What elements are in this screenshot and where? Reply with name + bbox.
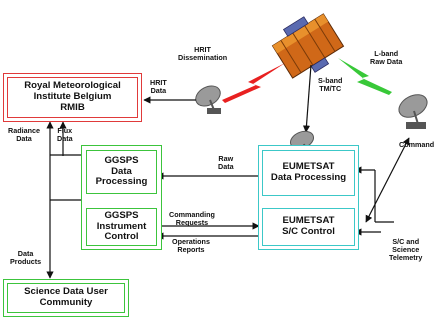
label-line: Telemetry: [389, 253, 423, 263]
label-line: Radiance: [8, 126, 40, 135]
command-label: Command: [399, 140, 435, 149]
label-line: Products: [10, 257, 42, 267]
label-line: Operations: [172, 237, 210, 246]
label-line: TM/TC: [319, 84, 342, 94]
hrit-data-label: HRIT Data: [150, 78, 167, 96]
label-line: HRIT: [194, 45, 211, 54]
satellite-icon: [271, 13, 345, 79]
label-line: Data: [57, 134, 73, 144]
label-line: Command: [399, 140, 435, 149]
label-line: Data: [218, 162, 234, 172]
eum-dp-line-1: EUMETSAT: [282, 161, 335, 173]
sc-science-telemetry-label: S/C and Science Telemetry: [389, 237, 423, 263]
label-line: Requests: [175, 218, 209, 228]
label-line: Raw: [218, 154, 234, 163]
label-line: Commanding: [169, 210, 215, 219]
eumetsat-data-processing-box: EUMETSAT Data Processing: [262, 150, 355, 196]
eum-sc-line-1: EUMETSAT: [282, 215, 335, 227]
science-community-box: Science Data User Community: [3, 279, 129, 317]
label-line: Data: [17, 249, 34, 258]
label-line: Science: [392, 245, 420, 255]
rmib-line-3: RMIB: [60, 101, 85, 113]
operations-reports-label: Operations Reports: [172, 237, 210, 255]
flux-data-label: Flux Data: [57, 126, 73, 144]
science-line-2: Community: [39, 297, 93, 308]
ggsps-dp-line-1: GGSPS: [104, 154, 139, 166]
rmib-line-2: Institute Belgium: [33, 91, 112, 103]
label-line: HRIT: [150, 78, 167, 87]
ggsps-dp-line-3: Processing: [95, 176, 148, 188]
label-line: Reports: [177, 245, 205, 255]
ggsps-dp-line-2: Data: [111, 165, 132, 177]
commanding-requests-label: Commanding Requests: [169, 210, 215, 228]
label-line: S/C and: [392, 237, 420, 246]
rmib-line-1: Royal Meteorological: [24, 80, 121, 92]
label-line: Raw Data: [370, 57, 403, 67]
lightning-bolt-icon: [338, 58, 392, 95]
dish-antenna-icon: [398, 94, 428, 129]
label-line: L-band: [374, 49, 399, 58]
ggsps-data-processing-box: GGSPS Data Processing: [86, 150, 157, 194]
ggsps-ic-line-1: GGSPS: [104, 209, 139, 221]
eum-sc-line-2: S/C Control: [282, 226, 335, 237]
label-line: Data: [16, 134, 32, 144]
ggsps-instrument-control-box: GGSPS Instrument Control: [86, 208, 157, 246]
lightning-bolt-icon: [222, 63, 285, 103]
science-line-1: Science Data User: [24, 286, 108, 298]
hrit-dissemination-label: HRIT Dissemination: [178, 45, 228, 63]
eum-dp-line-2: Data Processing: [270, 172, 347, 183]
ggsps-ic-line-2: Instrument: [96, 220, 147, 232]
data-products-label: Data Products: [10, 249, 42, 267]
label-line: Flux: [57, 126, 73, 135]
lband-label: L-band Raw Data: [370, 49, 403, 67]
raw-data-label: Raw Data: [218, 154, 234, 172]
eumetsat-sc-control-box: EUMETSAT S/C Control: [262, 208, 355, 246]
ggsps-ic-line-3: Control: [104, 231, 139, 243]
label-line: Data: [150, 86, 167, 96]
dish-antenna-icon: [195, 85, 221, 114]
rmib-box: Royal Meteorological Institute Belgium R…: [3, 73, 142, 122]
sband-label: S-band TM/TC: [318, 76, 343, 94]
label-line: S-band: [318, 76, 343, 85]
label-line: Dissemination: [178, 53, 228, 63]
radiance-data-label: Radiance Data: [8, 126, 40, 144]
